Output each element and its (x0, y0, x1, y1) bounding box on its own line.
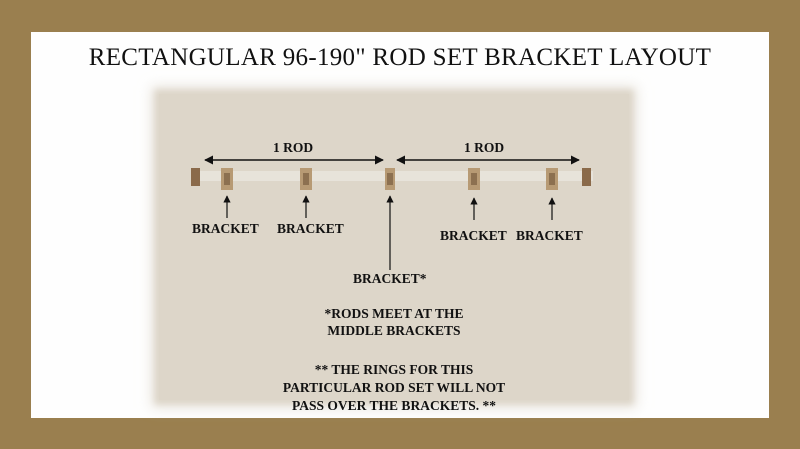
left-finial (191, 168, 200, 186)
bracket-label-4: BRACKET (440, 228, 507, 243)
bracket-label-1: BRACKET (192, 221, 259, 236)
bracket-label-5: BRACKET (516, 228, 583, 243)
bracket-5 (546, 168, 558, 190)
diagram-card: RECTANGULAR 96-190" ROD SET BRACKET LAYO… (31, 32, 769, 418)
bracket-1 (221, 168, 233, 190)
bracket-4 (468, 168, 480, 190)
rings-note-line2: PARTICULAR ROD SET WILL NOT (282, 380, 506, 395)
rods-meet-note-line2: MIDDLE BRACKETS (327, 323, 461, 338)
rings-note-line1: ** THE RINGS FOR THIS (314, 362, 474, 377)
rod-label-left: 1 ROD (273, 140, 314, 155)
rod-diagram (191, 155, 593, 270)
rod-label-right: 1 ROD (464, 140, 505, 155)
bracket-3-center (385, 168, 395, 190)
bracket-2 (300, 168, 312, 190)
page-title: RECTANGULAR 96-190" ROD SET BRACKET LAYO… (88, 44, 712, 71)
rings-note-line3: PASS OVER THE BRACKETS. ** (292, 398, 496, 413)
bracket-label-2: BRACKET (277, 221, 344, 236)
right-finial (582, 168, 591, 186)
rods-meet-note-line1: *RODS MEET AT THE (324, 306, 464, 321)
layout-panel: 1 ROD 1 ROD BRACKET BRACKET BRACKET* BRA… (159, 94, 629, 413)
bracket-label-3: BRACKET* (353, 271, 427, 286)
